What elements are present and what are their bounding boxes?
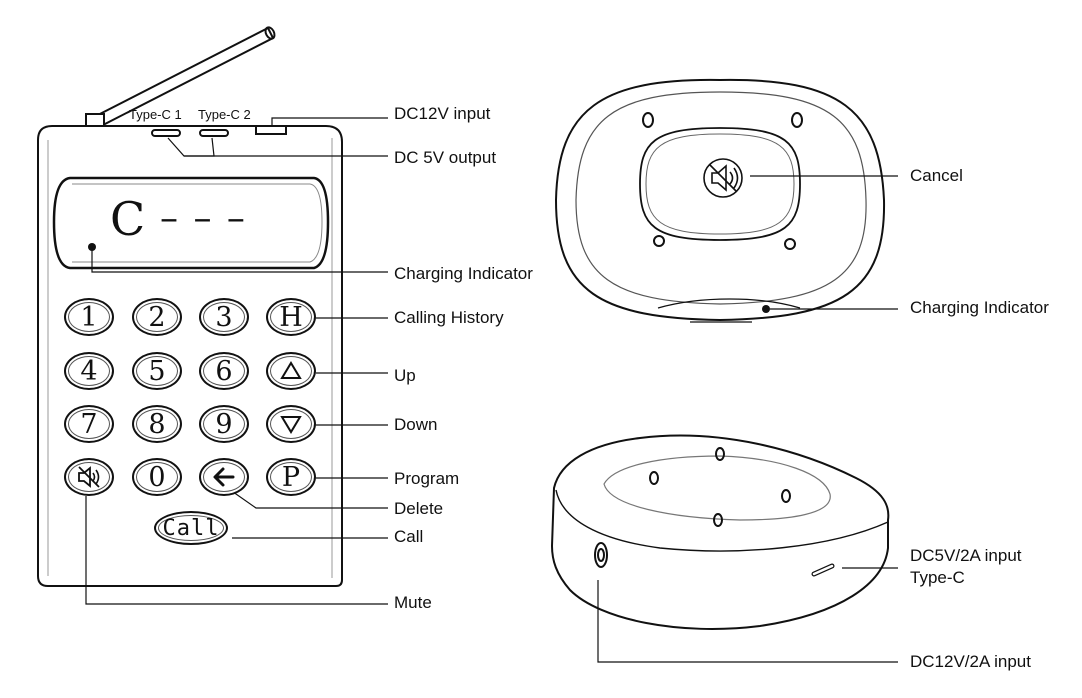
- charging-indicator-dot-right: [762, 305, 770, 313]
- label-dc12v-input: DC12V input: [394, 104, 491, 123]
- label-call: Call: [394, 527, 424, 546]
- receiver-top-view: [554, 78, 886, 323]
- label-program: Program: [394, 469, 460, 488]
- display-char: C: [110, 192, 148, 246]
- leader-lines-right-bottom: [597, 567, 898, 663]
- cancel-mute-icon: [703, 158, 743, 198]
- label-calling-history: Calling History: [394, 308, 504, 327]
- label-cancel: Cancel: [910, 166, 963, 185]
- key-9[interactable]: 9: [199, 405, 249, 443]
- key-up[interactable]: [266, 352, 316, 390]
- key-4[interactable]: 4: [64, 352, 114, 390]
- mute-speaker-icon: [78, 466, 100, 488]
- label-down: Down: [394, 415, 438, 434]
- key-p[interactable]: P: [266, 458, 316, 496]
- key-5[interactable]: 5: [132, 352, 182, 390]
- label-up: Up: [394, 366, 416, 385]
- label-typec: Type-C: [910, 568, 965, 587]
- label-delete: Delete: [394, 499, 444, 518]
- key-3[interactable]: 3: [199, 298, 249, 336]
- key-mute[interactable]: [64, 458, 114, 496]
- label-charging-indicator-right: Charging Indicator: [910, 298, 1049, 317]
- key-h[interactable]: H: [266, 298, 316, 336]
- up-triangle-icon: [280, 361, 302, 379]
- down-triangle-icon: [280, 416, 302, 434]
- key-0[interactable]: 0: [132, 458, 182, 496]
- key-8[interactable]: 8: [132, 405, 182, 443]
- key-2[interactable]: 2: [132, 298, 182, 336]
- key-1[interactable]: 1: [64, 298, 114, 336]
- key-down[interactable]: [266, 405, 316, 443]
- receiver-side-view: [550, 434, 890, 630]
- display-dashes: – – –: [160, 198, 247, 239]
- label-mute: Mute: [394, 593, 432, 612]
- leader-lines-right-top: [750, 175, 898, 310]
- leader-lines-left: [85, 117, 388, 605]
- port-label-typec2: Type-C 2: [198, 107, 251, 122]
- call-button[interactable]: Call: [154, 511, 228, 545]
- port-label-typec1: Type-C 1: [129, 107, 182, 122]
- label-dc12v2a-input: DC12V/2A input: [910, 652, 1031, 671]
- left-arrow-icon: [213, 467, 235, 487]
- label-charging-indicator-left: Charging Indicator: [394, 264, 533, 283]
- label-dc5v2a-input: DC5V/2A input: [910, 546, 1022, 565]
- key-6[interactable]: 6: [199, 352, 249, 390]
- key-delete[interactable]: [199, 458, 249, 496]
- label-dc5v-output: DC 5V output: [394, 148, 497, 167]
- key-7[interactable]: 7: [64, 405, 114, 443]
